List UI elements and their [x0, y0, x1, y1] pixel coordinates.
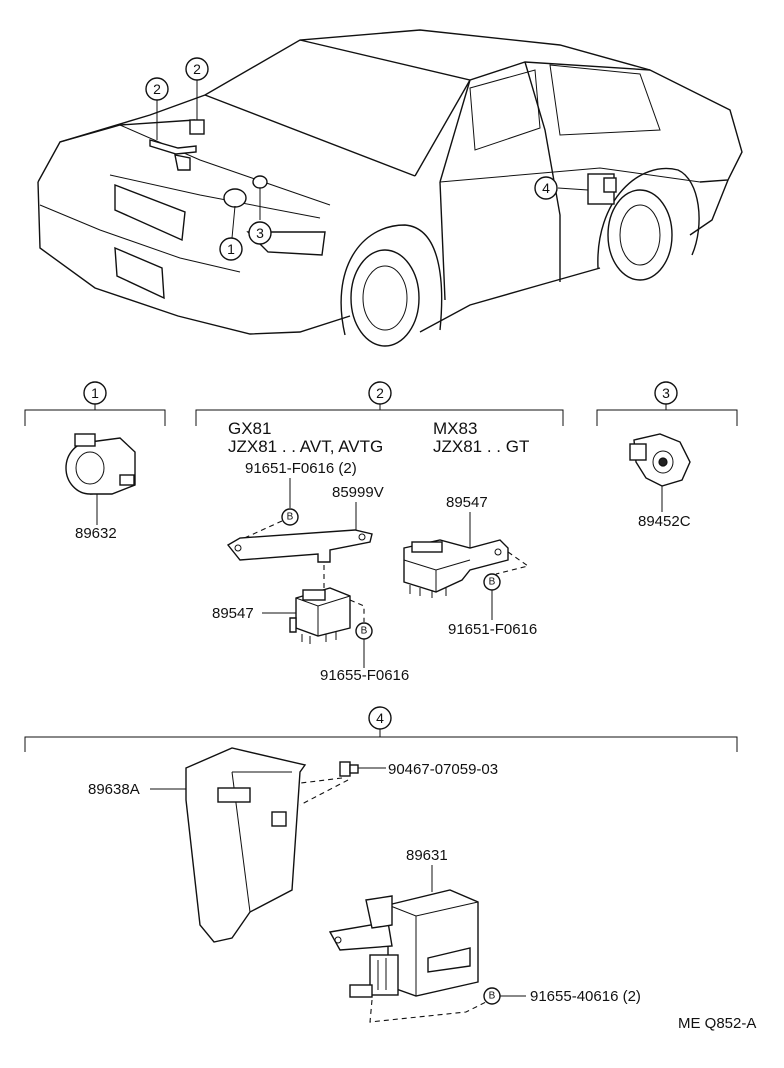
- car-callout-4: 4: [534, 176, 558, 200]
- svg-text:B: B: [489, 577, 496, 588]
- cover-illustration: [185, 747, 307, 943]
- bolt-marker-relay-right: B: [483, 573, 501, 591]
- part-label-89452c: 89452C: [638, 513, 691, 530]
- variant-mx83: MX83: [433, 419, 477, 438]
- svg-text:B: B: [489, 991, 496, 1002]
- part-89632-illustration: [65, 433, 136, 495]
- svg-text:B: B: [287, 512, 294, 523]
- variant-jzx81-gt: JZX81 . . GT: [433, 437, 529, 456]
- part-label-89547-left: 89547: [212, 605, 254, 622]
- section-3-callout: 3: [662, 385, 670, 401]
- part-label-91655-f0616: 91655-F0616: [320, 667, 409, 684]
- car-callout-3: 3: [248, 221, 272, 245]
- part-label-89632: 89632: [75, 525, 117, 542]
- bolt-marker-left: B: [281, 508, 299, 526]
- svg-text:B: B: [361, 626, 368, 637]
- section-3: 3 89452C: [596, 381, 738, 530]
- variant-jzx81-avt: JZX81 . . AVT, AVTG: [228, 437, 383, 456]
- section-2: 2 GX81 JZX81 . . AVT, AVTG MX83 JZX81 . …: [195, 381, 564, 684]
- svg-text:4: 4: [542, 180, 550, 196]
- car-callout-1: 1: [219, 237, 243, 261]
- svg-text:2: 2: [153, 81, 161, 97]
- svg-text:1: 1: [227, 241, 235, 257]
- bolt-marker-ecu: B: [483, 987, 501, 1005]
- part-label-91651-f0616-2: 91651-F0616 (2): [245, 460, 357, 477]
- section-4: 4 90467-07059-03 89638A 89631: [24, 706, 738, 1023]
- car-callout-2a: 2: [145, 77, 169, 101]
- part-label-90467-07059-03: 90467-07059-03: [388, 761, 498, 778]
- section-2-callout: 2: [376, 385, 384, 401]
- part-label-89638a: 89638A: [88, 781, 140, 798]
- relay-right-illustration: [403, 539, 509, 598]
- ecu-illustration: [328, 889, 479, 998]
- svg-text:3: 3: [256, 225, 264, 241]
- variant-gx81: GX81: [228, 419, 271, 438]
- part-label-91651-f0616: 91651-F0616: [448, 621, 537, 638]
- part-label-85999v: 85999V: [332, 484, 384, 501]
- part-label-89631: 89631: [406, 847, 448, 864]
- car-callout-2b: 2: [185, 57, 209, 81]
- car-illustration: 2 2 1 3 4: [37, 29, 743, 347]
- svg-text:2: 2: [193, 61, 201, 77]
- relay-left-illustration: [289, 587, 351, 644]
- section-4-callout: 4: [376, 710, 384, 726]
- part-89452c-illustration: [629, 433, 691, 487]
- bolt-marker-relay-left: B: [355, 622, 373, 640]
- section-1-callout: 1: [91, 385, 99, 401]
- diagram-code: ME Q852-A: [678, 1015, 756, 1032]
- part-label-89547-right: 89547: [446, 494, 488, 511]
- screw-illustration: [339, 761, 359, 777]
- part-label-91655-40616-2: 91655-40616 (2): [530, 988, 641, 1005]
- section-1: 1 89632: [24, 381, 166, 542]
